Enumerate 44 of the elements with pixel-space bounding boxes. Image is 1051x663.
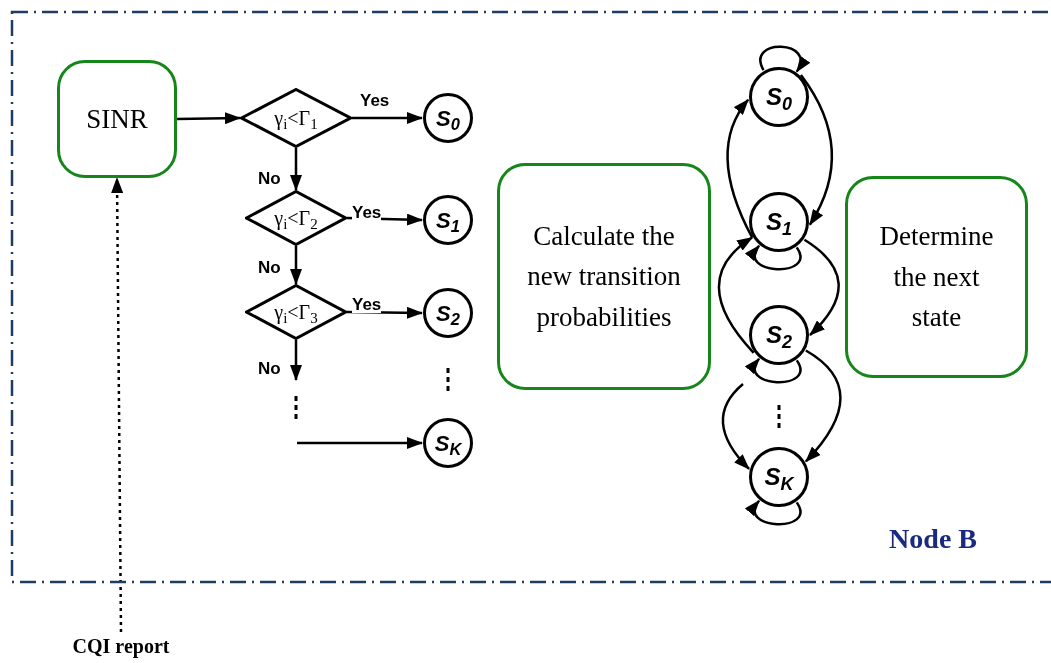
process-box	[845, 176, 1028, 378]
edge-label: Yes	[360, 92, 390, 109]
decision-diamond	[245, 284, 347, 340]
node-text: S$_{0}$	[436, 104, 460, 135]
arrow	[290, 148, 302, 191]
node-text: CQI report	[72, 634, 170, 660]
arrow	[799, 74, 833, 226]
node-text: S$_{2}$	[766, 320, 792, 353]
arrow	[290, 340, 302, 381]
process-box	[497, 163, 711, 390]
node-text: γ$_{i}$<Γ$_{1}$	[274, 106, 318, 133]
arrow	[721, 383, 750, 470]
region-label: Node B	[889, 522, 977, 556]
edge-label: Yes	[352, 204, 382, 221]
node-text: S$_{2}$	[436, 299, 460, 330]
node-text: γ$_{i}$<Γ$_{2}$	[274, 206, 318, 233]
node-text: S$_{K}$	[434, 429, 462, 460]
node-text: S$_{1}$	[766, 207, 792, 240]
arrow	[746, 499, 802, 526]
arrow	[297, 437, 423, 449]
arrow	[352, 112, 423, 124]
node-text: S$_{K}$	[764, 462, 794, 495]
region-frame	[12, 12, 1049, 582]
node-text: Calculate the new transition probabilities	[526, 219, 682, 334]
node-text: S$_{1}$	[436, 206, 460, 237]
node-text: S$_{0}$	[766, 82, 792, 115]
node-text: SINR	[86, 102, 148, 136]
process-box	[57, 60, 177, 178]
arrow	[803, 238, 840, 336]
arrow	[111, 177, 124, 632]
node-text: γ$_{i}$<Γ$_{3}$	[274, 300, 318, 327]
arrow	[746, 357, 802, 384]
decision-diamond	[245, 190, 347, 246]
node-text: Determine the next state	[878, 220, 995, 335]
arrow	[717, 236, 755, 354]
edge-label: No	[258, 170, 281, 187]
arrow	[290, 246, 302, 285]
edge-label: No	[258, 360, 281, 377]
edge-label: No	[258, 259, 281, 276]
arrow	[746, 244, 802, 271]
arrow	[176, 112, 241, 125]
edge-label: Yes	[352, 296, 382, 313]
decision-diamond	[240, 88, 352, 148]
arrow	[759, 45, 809, 73]
